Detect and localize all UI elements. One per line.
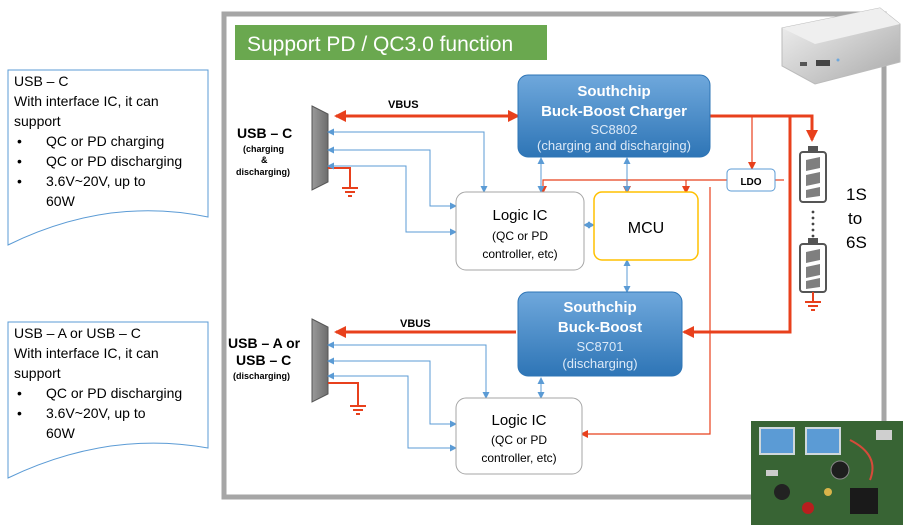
charger-part: SC8802 [591,122,638,137]
note-top-bullet-3: 3.6V~20V, up to [46,173,146,189]
charger-line2: Buck-Boost Charger [541,103,687,120]
buckboost-mode: (discharging) [562,356,637,371]
note-top-bullet-3-cont: 60W [46,193,76,209]
signal-cc-top [327,128,488,193]
note-top-bullet-dot: • [17,133,22,149]
usb-connector-bottom [311,318,329,403]
port-top-sub2: & [261,155,268,165]
charger-line1: Southchip [577,83,650,100]
battery-range-line1: 1S [846,185,867,204]
logic-ic-box-bottom [455,397,583,475]
battery-icon-top [799,146,827,203]
note-top-bullet-dot: • [17,173,22,189]
diagram-frame [221,11,887,500]
note-bottom-bullet-1: QC or PD discharging [46,385,182,401]
note-top-heading: USB – C [14,73,68,89]
ldo-box [726,168,776,192]
battery-icon-bottom [799,238,827,293]
note-top-line2: support [14,113,61,129]
port-top-label: USB – C [237,125,292,141]
note-bottom-bullet-dot: • [17,385,22,401]
logic-ic-box-top [455,191,585,271]
vbus-label-bottom: VBUS [400,318,431,330]
note-bottom-heading: USB – A or USB – C [14,325,141,341]
logic-top-title: Logic IC [492,207,547,224]
note-top-bullet-dot: • [17,153,22,169]
pcb-board-image [751,421,903,525]
ground-icon-bottom [328,382,366,415]
ground-icon-top [328,167,358,197]
logic-bottom-sub1: (QC or PD [491,433,547,447]
battery-range-line3: 6S [846,233,867,252]
ground-icon-battery [805,292,821,311]
ldo-label: LDO [740,177,761,188]
logic-bottom-sub2: controller, etc) [481,451,556,465]
buckboost-part: SC8701 [577,339,624,354]
ldo-to-logic-bottom-line [580,187,711,438]
signal-dm-bottom [327,372,457,452]
note-bottom-bullet-2: 3.6V~20V, up to [46,405,146,421]
battery-range-line2: to [848,209,862,228]
signal-dm-top [327,162,457,236]
signal-dp-bottom [327,357,457,428]
note-usb-c [7,69,209,246]
note-bottom-bullet-dot: • [17,405,22,421]
buckboost-line2: Buck-Boost [558,319,642,336]
mcu-box [593,191,699,261]
charger-box [517,74,711,158]
usb-c-connector-top [311,105,329,191]
charger-mode: (charging and discharging) [537,138,691,153]
vbus-label-top: VBUS [388,99,419,111]
port-top-sub1: (charging [243,144,284,154]
note-bottom-bullet-2-cont: 60W [46,425,76,441]
buckboost-box [517,291,683,377]
logic-top-sub2: controller, etc) [482,247,557,261]
title-banner [235,25,547,60]
power-bank-image [781,7,901,85]
buckboost-line1: Southchip [563,299,636,316]
note-bottom-line1: With interface IC, it can [14,345,159,361]
title-text: Support PD / QC3.0 function [247,33,513,56]
port-bottom-label1: USB – A or [228,335,301,351]
battery-ellipsis [811,210,815,238]
signal-dp-top [327,146,457,210]
mcu-label: MCU [628,220,664,237]
port-top-sub3: discharging) [236,167,290,177]
port-bottom-sub: (discharging) [233,371,290,381]
logic-top-sub1: (QC or PD [492,229,548,243]
port-bottom-label2: USB – C [236,352,291,368]
note-usb-a-or-c [7,321,209,479]
signal-cc-bottom [327,341,490,399]
logic-bottom-title: Logic IC [491,412,546,429]
battery-to-buckboost-line [682,116,792,338]
note-top-line1: With interface IC, it can [14,93,159,109]
ldo-to-logic-line [539,179,727,194]
note-bottom-line2: support [14,365,61,381]
charger-to-battery-line [710,114,818,142]
note-top-bullet-1: QC or PD charging [46,133,164,149]
note-top-bullet-2: QC or PD discharging [46,153,182,169]
